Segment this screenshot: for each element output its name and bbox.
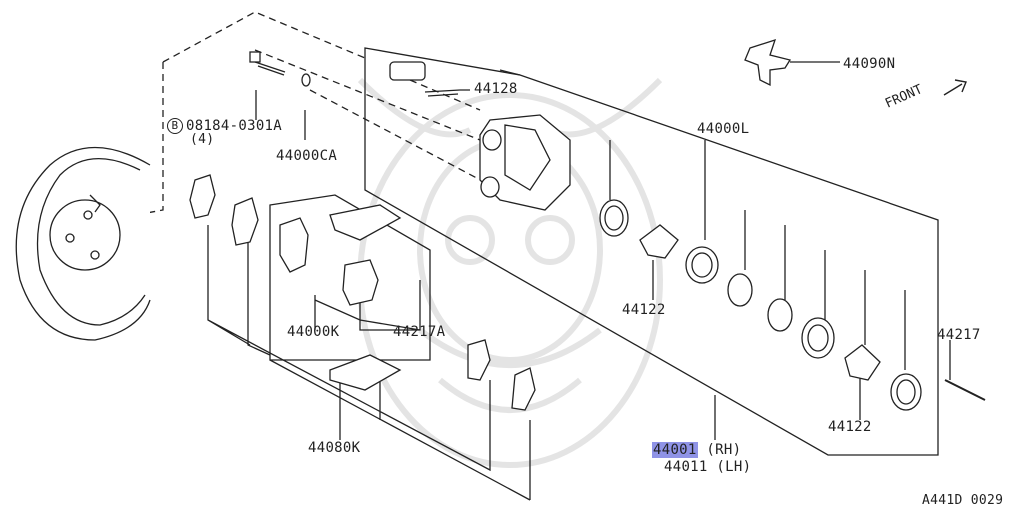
brake-pads	[279, 204, 402, 391]
dashed-backing-outline	[129, 11, 491, 217]
guide-pin-44217	[944, 379, 986, 401]
label-44080K: 44080K	[308, 440, 361, 456]
label-44000L: 44000L	[697, 121, 750, 137]
label-44122-upper: 44122	[622, 302, 666, 318]
diagram-id: A441D 0029	[922, 493, 1004, 508]
leader-lines	[207, 61, 951, 501]
clip-44090N	[744, 38, 792, 87]
label-44011: 44011 (LH)	[664, 460, 751, 474]
dust-shield	[15, 146, 151, 341]
pad-kit-box	[269, 194, 431, 361]
label-44128: 44128	[474, 81, 518, 97]
label-08184-num: 08184-0301A	[186, 118, 283, 134]
label-08184-qty: (4)	[190, 132, 215, 147]
caliper-body	[389, 61, 571, 211]
label-44217: 44217	[937, 327, 981, 343]
label-44001-side: (RH)	[706, 442, 742, 458]
label-44011-num: 44011	[664, 459, 708, 475]
label-44000K: 44000K	[287, 324, 340, 340]
label-44011-side: (LH)	[716, 459, 752, 475]
label-44122-lower: 44122	[828, 419, 872, 435]
label-44217A: 44217A	[393, 324, 446, 340]
shims	[189, 174, 536, 411]
label-44000CA: 44000CA	[276, 148, 338, 164]
bolt-part	[249, 51, 311, 87]
piston-seals	[599, 199, 922, 411]
label-44001[interactable]: 44001 (RH)	[652, 442, 742, 458]
highlighted-part-44001[interactable]: 44001	[652, 442, 698, 458]
bolt-marker-icon: B	[167, 118, 183, 134]
label-44090N: 44090N	[843, 56, 896, 72]
front-arrow-icon	[943, 79, 967, 96]
